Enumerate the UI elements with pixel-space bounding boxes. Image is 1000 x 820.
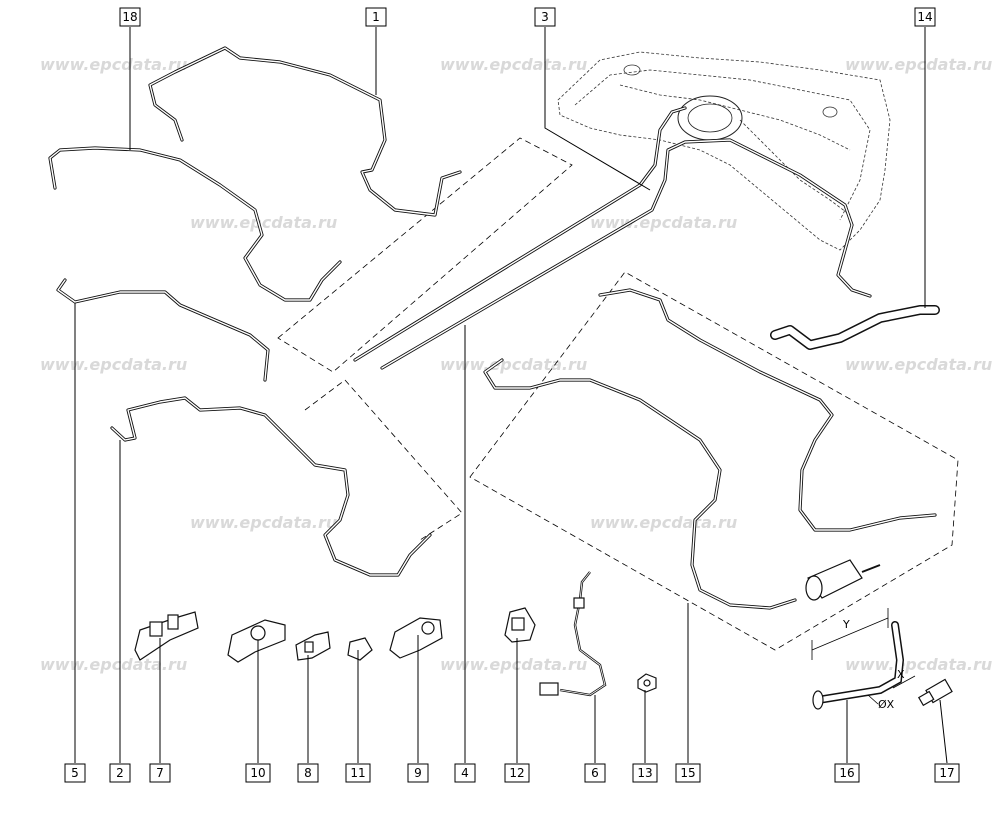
- clip-11: [347, 637, 373, 661]
- callout-label: 6: [591, 766, 599, 780]
- fitting-17: [917, 678, 953, 707]
- watermark: www.epcdata.ru: [440, 55, 587, 74]
- brake-pipe-18: [48, 146, 342, 302]
- watermark: www.epcdata.ru: [190, 213, 337, 232]
- clip-8: [295, 631, 331, 661]
- dimension-x-label: X: [897, 668, 905, 681]
- callout-label: 11: [350, 766, 365, 780]
- callout-label: 18: [122, 10, 137, 24]
- callout-9: 9: [407, 763, 429, 783]
- callout-label: 8: [304, 766, 312, 780]
- dimension-y-label: Y: [842, 618, 850, 631]
- clip-10: [227, 619, 286, 663]
- callout-label: 15: [680, 766, 695, 780]
- callout-13: 13: [632, 763, 658, 783]
- callout-label: 3: [541, 10, 549, 24]
- clip-12: [504, 607, 536, 643]
- clip-9: [389, 617, 443, 659]
- watermark: www.epcdata.ru: [40, 355, 187, 374]
- watermark: www.epcdata.ru: [590, 513, 737, 532]
- callout-6: 6: [584, 763, 606, 783]
- watermark: www.epcdata.ru: [845, 655, 992, 674]
- callout-5: 5: [64, 763, 86, 783]
- watermark: www.epcdata.ru: [590, 213, 737, 232]
- callout-label: 14: [917, 10, 932, 24]
- leader-lines: [74, 27, 948, 764]
- callout-label: 2: [116, 766, 124, 780]
- callout-12: 12: [504, 763, 530, 783]
- dimension-annotations: Y X ØX: [811, 608, 916, 711]
- callout-label: 17: [939, 766, 954, 780]
- sensor-cable-6: [539, 571, 607, 697]
- fuel-pipe-15: [483, 288, 937, 610]
- clip-7: [134, 611, 199, 661]
- callout-2: 2: [109, 763, 131, 783]
- callout-3: 3: [534, 7, 556, 27]
- fuel-tank: [557, 51, 891, 251]
- callout-8: 8: [297, 763, 319, 783]
- callout-15: 15: [675, 763, 701, 783]
- brake-pipe-2: [110, 396, 432, 577]
- fuel-pipe-3-4: [353, 106, 872, 370]
- callout-label: 5: [71, 766, 79, 780]
- watermark-layer: www.epcdata.ru www.epcdata.ru www.epcdat…: [40, 55, 992, 674]
- callout-14: 14: [914, 7, 936, 27]
- watermark: www.epcdata.ru: [440, 355, 587, 374]
- group-frame-upper: [277, 137, 573, 373]
- callout-label: 12: [509, 766, 524, 780]
- nut-13: [637, 673, 657, 693]
- watermark: www.epcdata.ru: [440, 655, 587, 674]
- dimension-diameter-label: ØX: [878, 698, 895, 711]
- watermark: www.epcdata.ru: [845, 355, 992, 374]
- group-frame-right: [469, 271, 959, 651]
- hose-14: [770, 305, 940, 350]
- callout-label: 9: [414, 766, 422, 780]
- brake-pipe-5: [56, 278, 270, 382]
- callout-18: 18: [119, 7, 141, 27]
- callout-label: 1: [372, 10, 380, 24]
- watermark: www.epcdata.ru: [845, 55, 992, 74]
- fuel-filter: [805, 559, 881, 601]
- group-frame-middle: [304, 379, 463, 541]
- watermark: www.epcdata.ru: [190, 513, 337, 532]
- watermark: www.epcdata.ru: [40, 55, 187, 74]
- callout-11: 11: [345, 763, 371, 783]
- callout-16: 16: [834, 763, 860, 783]
- callout-1: 1: [365, 7, 387, 27]
- callout-7: 7: [149, 763, 171, 783]
- callout-label: 7: [156, 766, 164, 780]
- callout-label: 10: [250, 766, 265, 780]
- callout-label: 4: [461, 766, 469, 780]
- hose-16: [812, 621, 905, 710]
- watermark: www.epcdata.ru: [40, 655, 187, 674]
- brake-pipe-1: [148, 46, 462, 217]
- callout-label: 16: [839, 766, 854, 780]
- callout-17: 17: [934, 763, 960, 783]
- callout-4: 4: [454, 763, 476, 783]
- callout-label: 13: [637, 766, 652, 780]
- callout-10: 10: [245, 763, 271, 783]
